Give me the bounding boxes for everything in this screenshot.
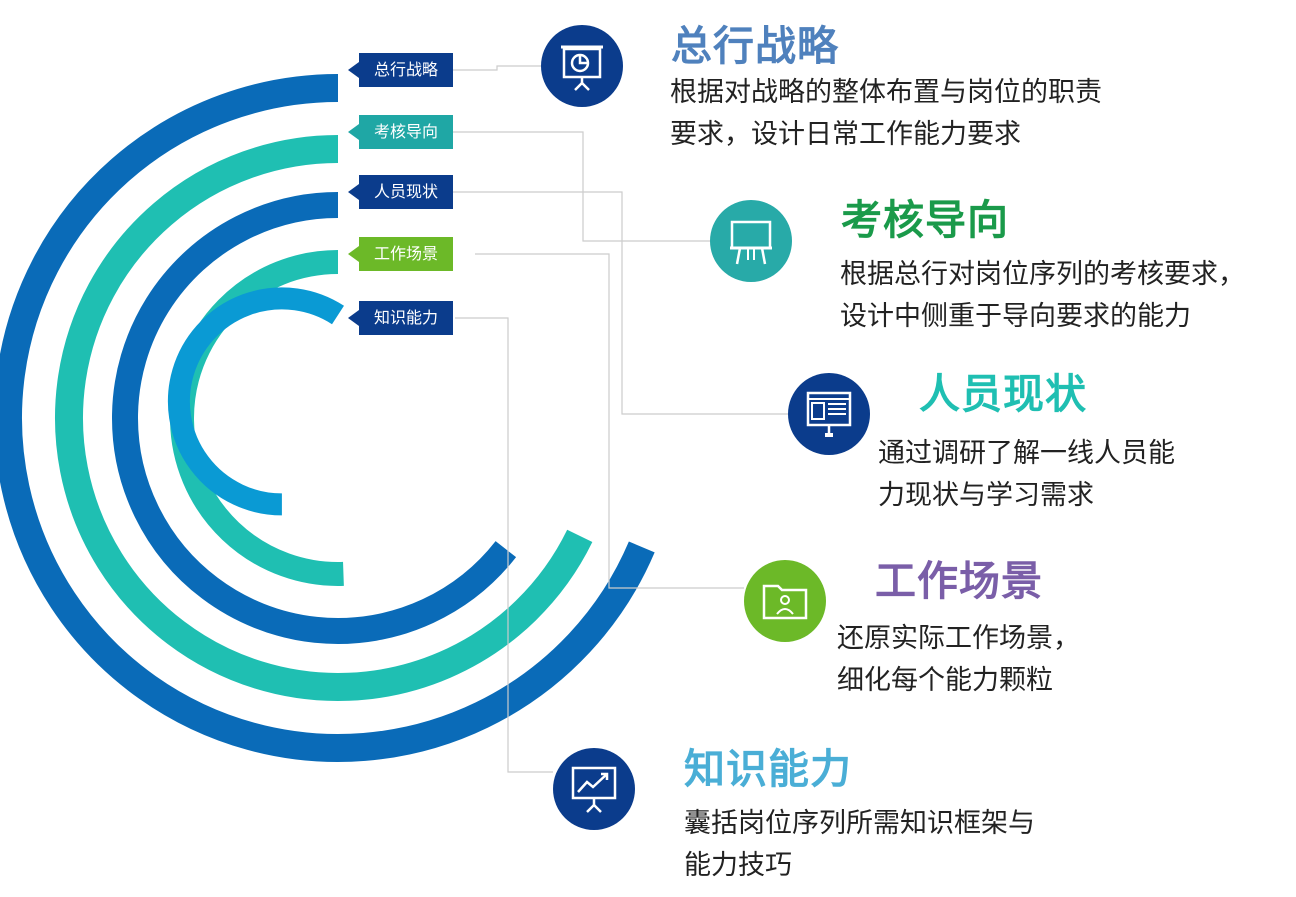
connector-line [455, 317, 553, 773]
connector-lines [453, 65, 788, 773]
arc-renyuan-xianzhuang [112, 192, 517, 644]
desc-line: 要求，设计日常工作能力要求 [670, 119, 1021, 150]
title-zonghang-zhanlue: 总行战略 [671, 22, 839, 70]
connector-line [453, 131, 710, 242]
tag-label: 考核导向 [373, 122, 438, 141]
desc-gongzuo-changjing: 还原实际工作场景， 细化每个能力颗粒 [837, 618, 1080, 702]
title-zhishi-nengli: 知识能力 [684, 745, 852, 793]
tag-label: 知识能力 [373, 308, 438, 327]
connector-line [453, 191, 788, 415]
connector-line [475, 253, 744, 589]
concentric-arcs [0, 74, 655, 762]
connector-line [453, 65, 541, 71]
tag-label: 人员现状 [373, 182, 438, 201]
tag-label: 工作场景 [373, 244, 438, 263]
desc-kaohe-daoxiang: 根据总行对岗位序列的考核要求， 设计中侧重于导向要求的能力 [840, 254, 1245, 338]
tag-label: 总行战略 [373, 60, 438, 79]
desc-line: 力现状与学习需求 [878, 480, 1094, 511]
title-kaohe-daoxiang: 考核导向 [841, 196, 1009, 244]
desc-renyuan-xianzhuang: 通过调研了解一线人员能 力现状与学习需求 [878, 433, 1175, 517]
desc-line: 囊括岗位序列所需知识框架与 [684, 808, 1035, 839]
presentation-chart-icon [541, 25, 623, 107]
tag-gongzuo-changjing: 工作场景 [348, 237, 453, 271]
trend-board-icon [553, 748, 635, 830]
desc-zonghang-zhanlue: 根据对战略的整体布置与岗位的职责 要求，设计日常工作能力要求 [670, 72, 1102, 156]
tag-kaohe-daoxiang: 考核导向 [348, 115, 453, 149]
desc-line: 还原实际工作场景， [837, 623, 1080, 654]
title-gongzuo-changjing: 工作场景 [875, 557, 1043, 605]
title-renyuan-xianzhuang: 人员现状 [919, 370, 1087, 418]
desc-line: 通过调研了解一线人员能 [878, 438, 1175, 469]
whiteboard-icon [710, 200, 792, 282]
tag-renyuan-xianzhuang: 人员现状 [348, 175, 453, 209]
desc-line: 能力技巧 [684, 850, 792, 881]
arc-kaohe-daoxiang [55, 135, 593, 701]
monitor-icon [788, 373, 870, 455]
desc-line: 细化每个能力颗粒 [837, 665, 1053, 696]
arc-zonghang-zhanlue [0, 74, 655, 762]
desc-zhishi-nengli: 囊括岗位序列所需知识框架与 能力技巧 [684, 803, 1035, 887]
desc-line: 设计中侧重于导向要求的能力 [840, 301, 1191, 332]
tag-zonghang-zhanlue: 总行战略 [348, 53, 453, 87]
desc-line: 根据对战略的整体布置与岗位的职责 [670, 77, 1102, 108]
desc-line: 根据总行对岗位序列的考核要求， [840, 259, 1245, 290]
folder-user-icon [744, 560, 826, 642]
tag-zhishi-nengli: 知识能力 [348, 301, 453, 335]
arc-zhishi-nengli [167, 287, 344, 516]
